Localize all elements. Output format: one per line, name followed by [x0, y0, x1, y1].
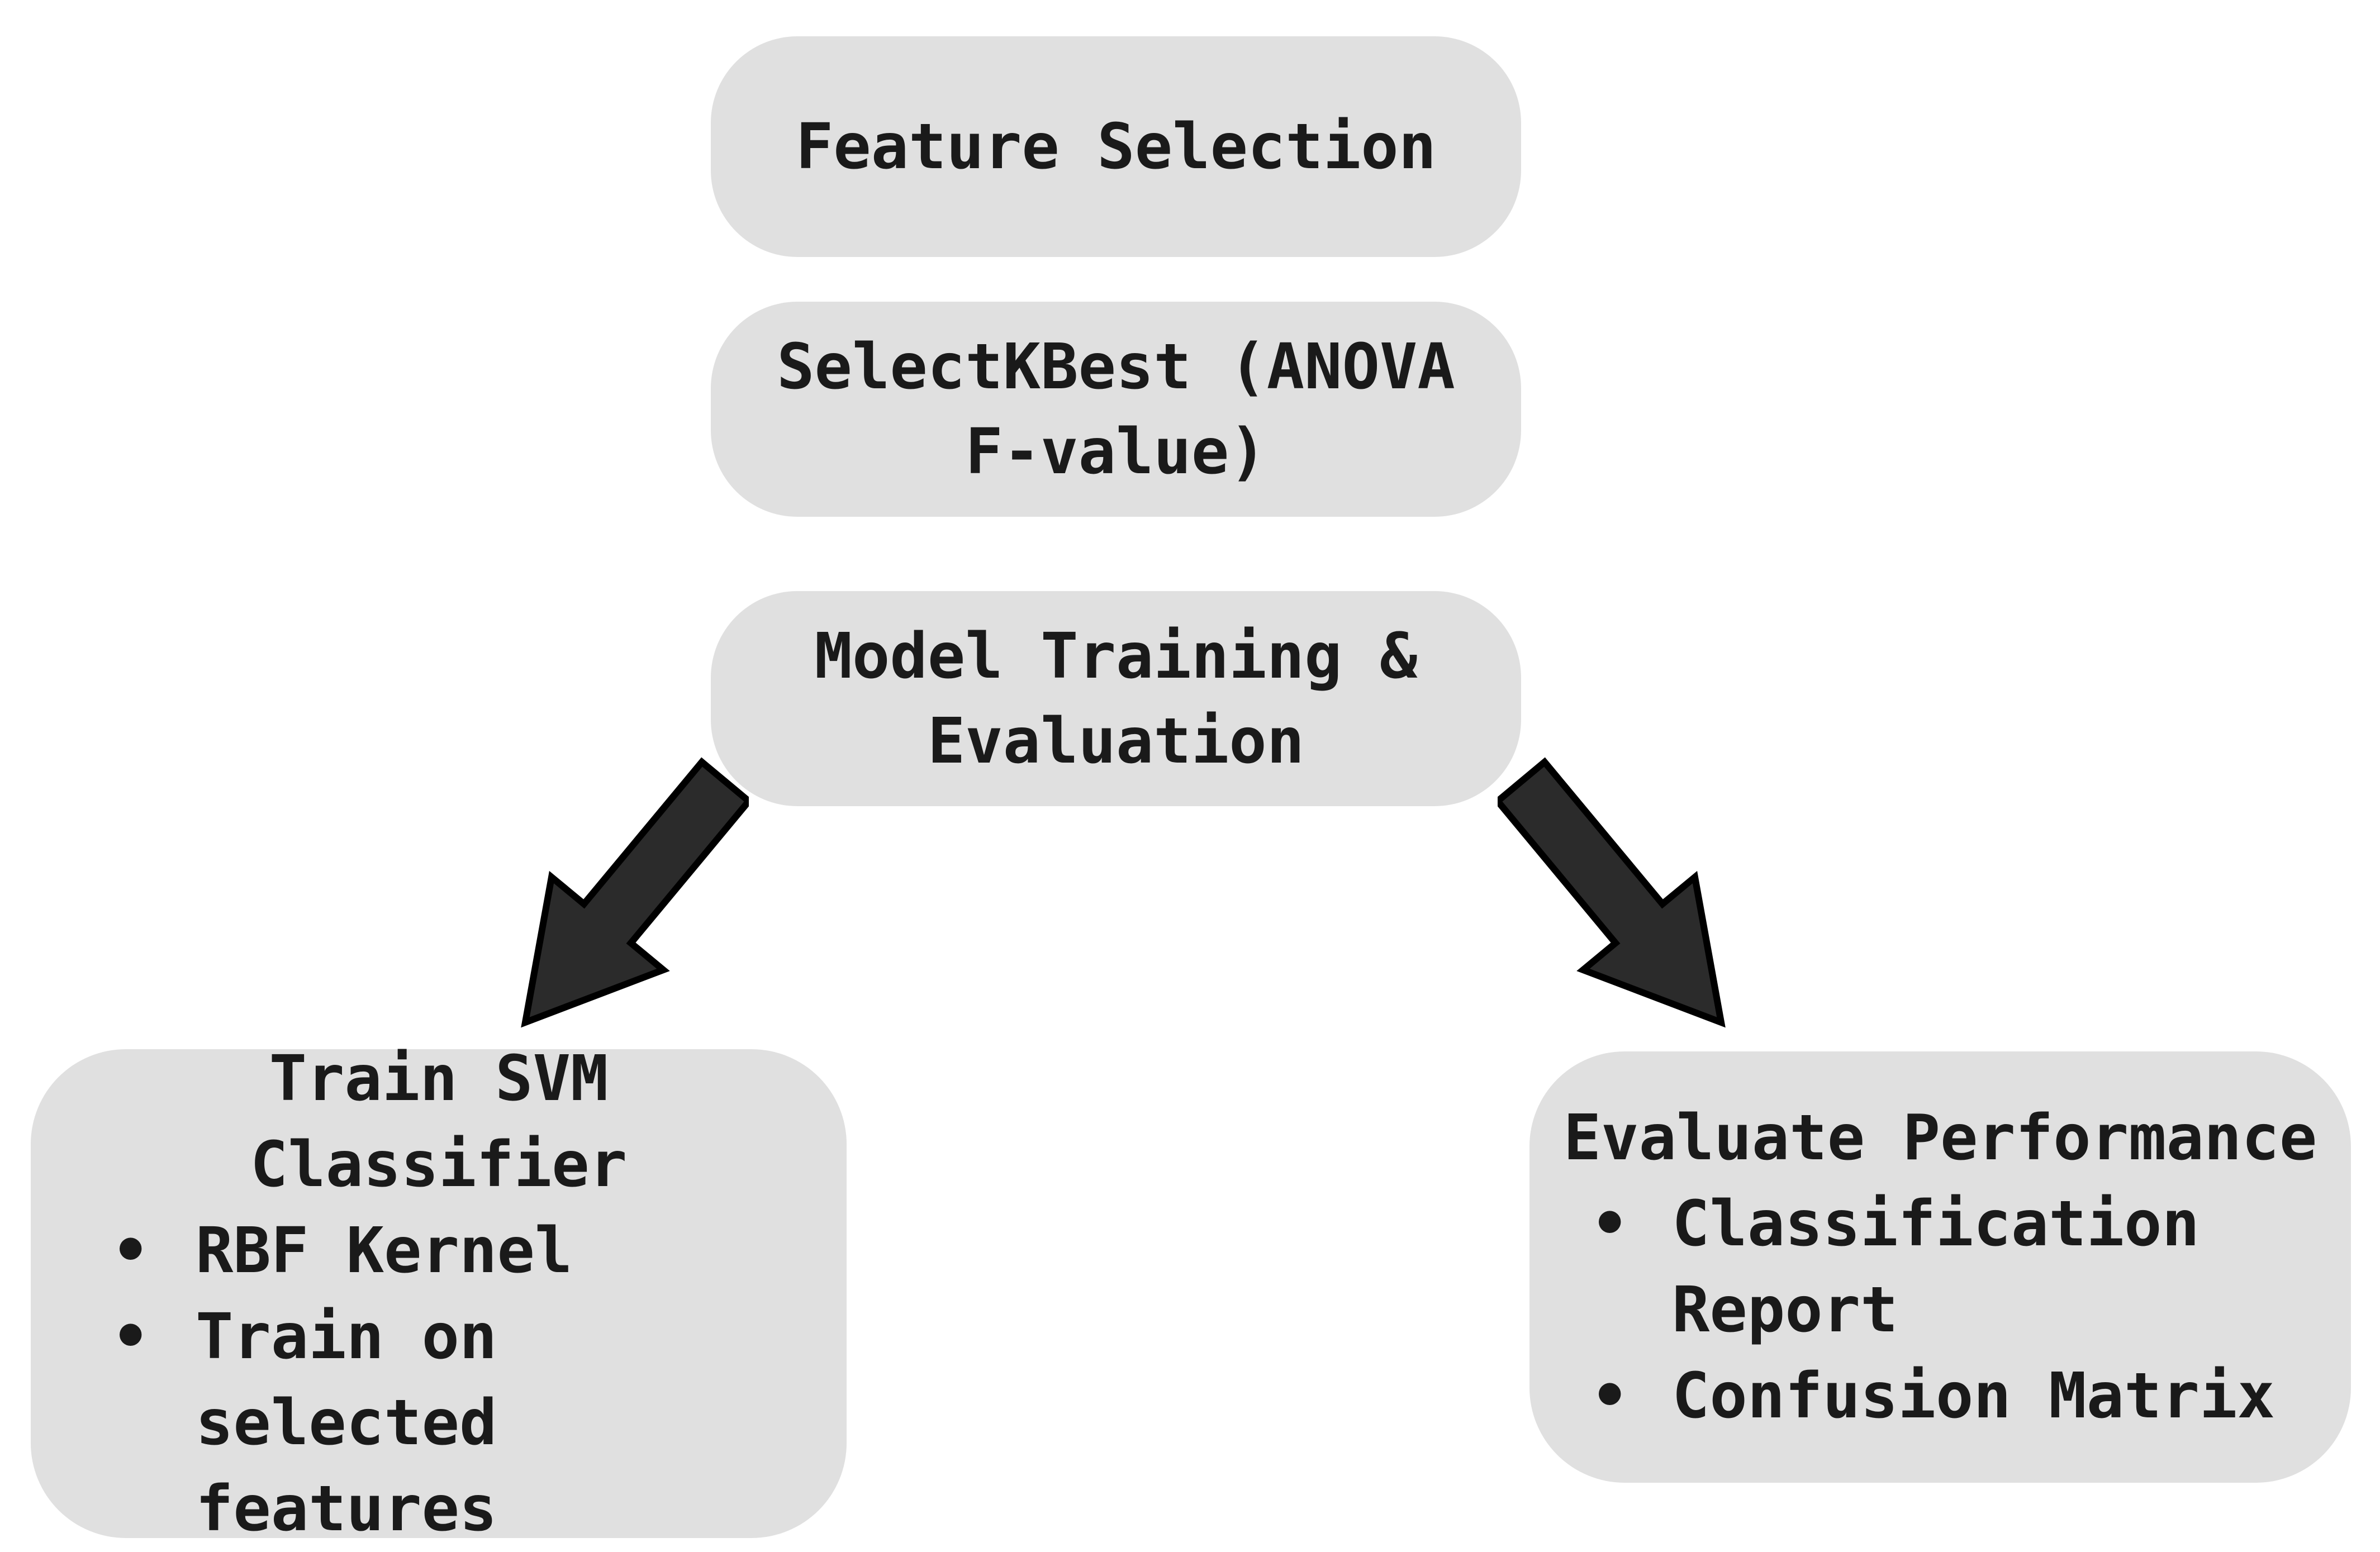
flow-node-select-k-best: SelectKBest (ANOVA F-value): [711, 302, 1521, 517]
branch-title-line: Evaluate Performance: [1563, 1102, 2317, 1174]
flow-node-label-line: Evaluation: [927, 704, 1305, 778]
bullet-text-line: Train on selected: [196, 1300, 497, 1459]
flow-node-evaluate-performance: Evaluate Performance • Classification Re…: [1529, 1051, 2351, 1483]
list-item: • Confusion Matrix: [1552, 1353, 2329, 1439]
branch-title-line: Train SVM: [269, 1042, 609, 1115]
bullet-icon: •: [112, 1300, 150, 1373]
flow-node-label-line: Model Training &: [814, 620, 1418, 693]
bullet-text-line: features: [196, 1472, 497, 1545]
bullet-icon: •: [112, 1214, 150, 1287]
bullet-text-line: Report: [1672, 1274, 1898, 1346]
arrow-down-right-icon: [1498, 757, 1726, 1028]
flow-node-train-svm-classifier: Train SVM Classifier • RBF Kernel • Trai…: [31, 1042, 847, 1545]
list-item: • Classification Report: [1552, 1181, 2329, 1353]
list-item: • RBF Kernel: [53, 1208, 824, 1294]
flow-node-label-line: Feature Selection: [795, 110, 1437, 183]
flow-node-label-line: SelectKBest (ANOVA: [777, 330, 1455, 403]
bullet-text-line: Classification: [1672, 1188, 2200, 1260]
bullet-text-line: Confusion Matrix: [1672, 1360, 2275, 1432]
list-item: • Train on selected features: [53, 1294, 824, 1552]
bullet-text-line: RBF Kernel: [196, 1214, 573, 1287]
branch-title-line: Classifier: [250, 1128, 628, 1201]
flow-node-feature-selection: Feature Selection: [711, 36, 1521, 257]
arrow-down-left-icon: [521, 757, 749, 1028]
flow-node-model-training-evaluation: Model Training & Evaluation: [711, 591, 1521, 806]
bullet-icon: •: [1591, 1188, 1629, 1260]
flow-node-label-line: F-value): [965, 415, 1267, 488]
bullet-icon: •: [1591, 1360, 1629, 1432]
